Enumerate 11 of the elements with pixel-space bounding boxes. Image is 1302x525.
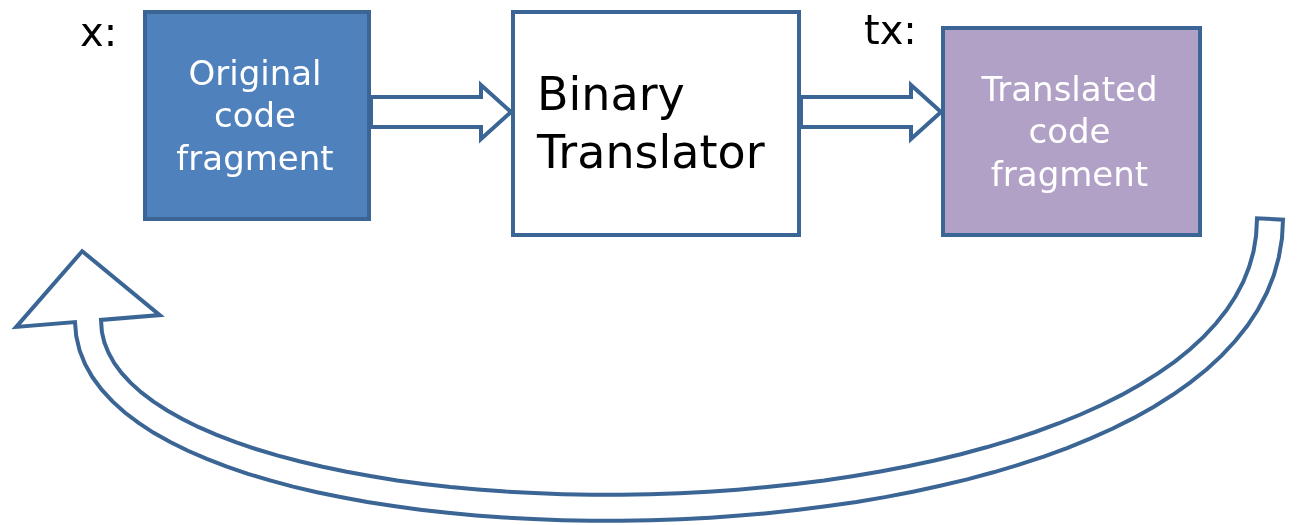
box-label: Translated code fragment <box>980 67 1159 196</box>
hollow-arrow <box>11 216 1286 523</box>
hollow-arrow <box>799 80 944 144</box>
box-label: Original code fragment <box>175 51 335 180</box>
process-box <box>511 10 801 237</box>
process-box <box>941 26 1202 237</box>
hollow-arrow <box>369 80 514 144</box>
variable-label: tx: <box>864 10 917 50</box>
variable-label: x: <box>80 12 118 52</box>
box-label: Binary Translator <box>537 66 766 181</box>
process-box <box>143 10 371 221</box>
